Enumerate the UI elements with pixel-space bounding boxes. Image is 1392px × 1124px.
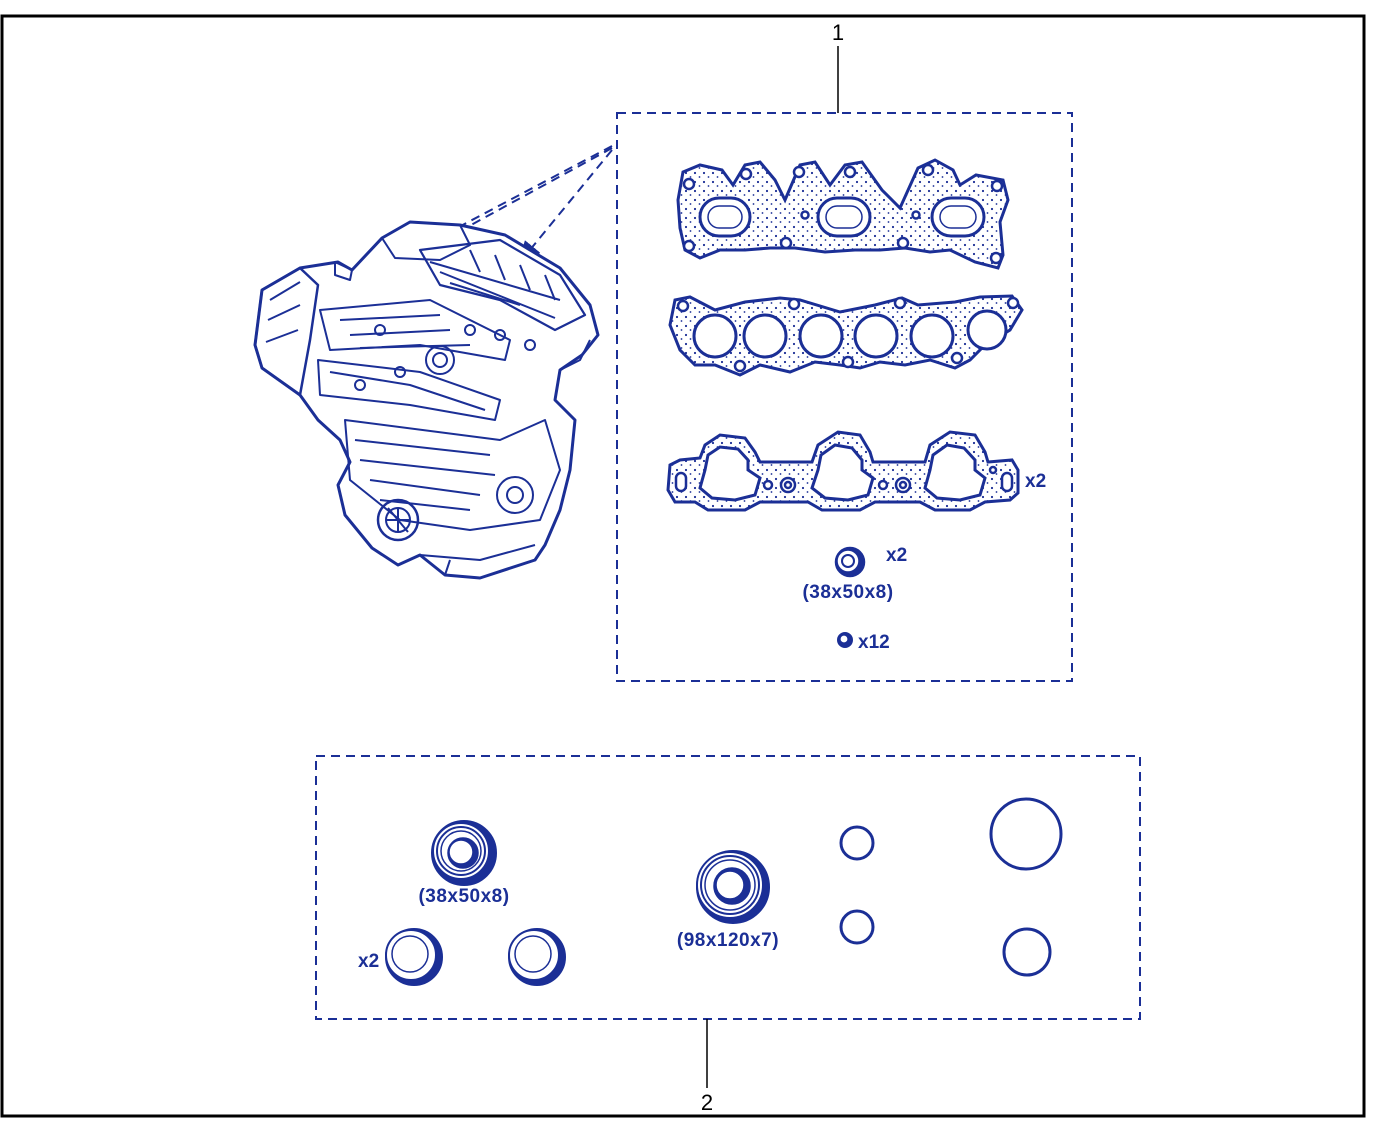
exhaust-manifold-gasket-icon (676, 158, 1010, 270)
valve-seal-qty: x12 (858, 632, 890, 653)
cam-seal-qty: x2 (886, 545, 907, 566)
front-seal-size: (38x50x8) (418, 886, 509, 907)
valve-stem-seal-icon (837, 632, 853, 648)
callout-2-number: 2 (701, 1090, 713, 1115)
oil-seal-icon (834, 546, 866, 578)
small-seal-icon (508, 928, 566, 986)
o-ring-icon (839, 797, 1063, 977)
intake-manifold-gasket-icon (666, 430, 1020, 512)
small-seal-icon (385, 928, 443, 986)
pointer-arrow-upper (437, 145, 613, 239)
group-1-box (616, 112, 1073, 682)
small-seal-qty: x2 (358, 951, 379, 972)
plenum-gasket-icon (668, 294, 1024, 377)
front-crank-seal-icon (431, 820, 497, 886)
engine-block-icon (253, 220, 600, 580)
pointer-arrow-right (517, 149, 613, 266)
group-2-box (315, 755, 1141, 1020)
outer-border (0, 14, 1366, 1118)
callout-1-number: 1 (832, 20, 844, 45)
rear-seal-size: (98x120x7) (677, 930, 779, 951)
rear-crank-seal-icon (696, 850, 770, 924)
intake-gasket-qty: x2 (1025, 471, 1046, 492)
cam-seal-size: (38x50x8) (802, 582, 893, 603)
